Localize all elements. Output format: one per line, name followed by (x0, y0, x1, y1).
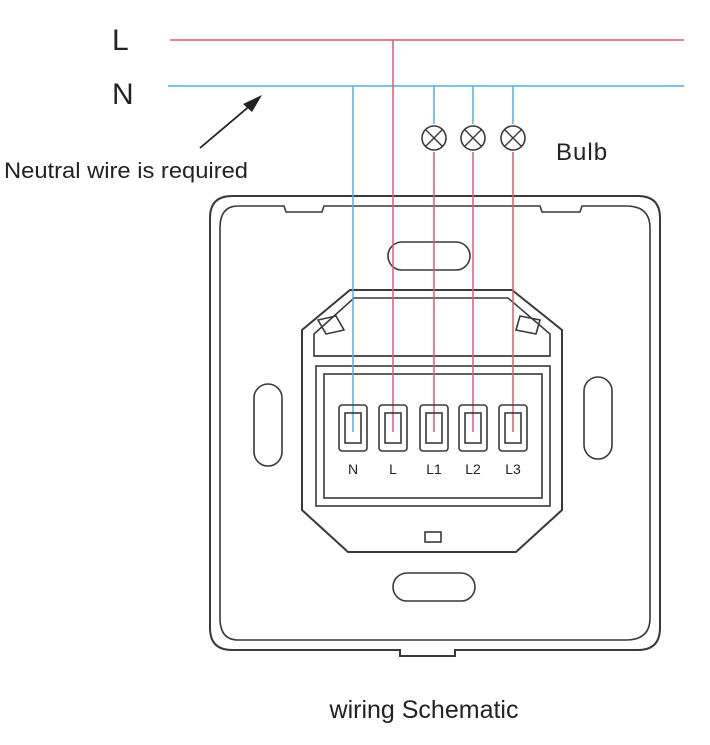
live-line-label: L (112, 24, 129, 57)
terminal-module (301, 289, 563, 553)
bulb-icon (421, 125, 447, 151)
mounting-slot-left (253, 383, 283, 467)
mounting-slot-top (387, 241, 471, 271)
terminal-screws (338, 404, 528, 452)
switch-plate (209, 195, 661, 657)
mounting-slot-right (583, 376, 613, 460)
terminal-label-l3: L3 (505, 461, 521, 477)
terminal-label-n: N (348, 461, 358, 477)
bulb-icon (500, 125, 526, 151)
mounting-slot-bottom (392, 572, 476, 602)
diagram-caption: wiring Schematic (329, 696, 519, 724)
terminal-label-l2: L2 (465, 461, 481, 477)
bulb-icon (460, 125, 486, 151)
terminal-label-l: L (389, 461, 397, 477)
neutral-line-label: N (112, 78, 134, 111)
neutral-arrow-icon (199, 95, 262, 149)
terminal-label-l1: L1 (426, 461, 442, 477)
bulb-label: Bulb (556, 139, 608, 166)
neutral-note: Neutral wire is required (4, 158, 248, 183)
